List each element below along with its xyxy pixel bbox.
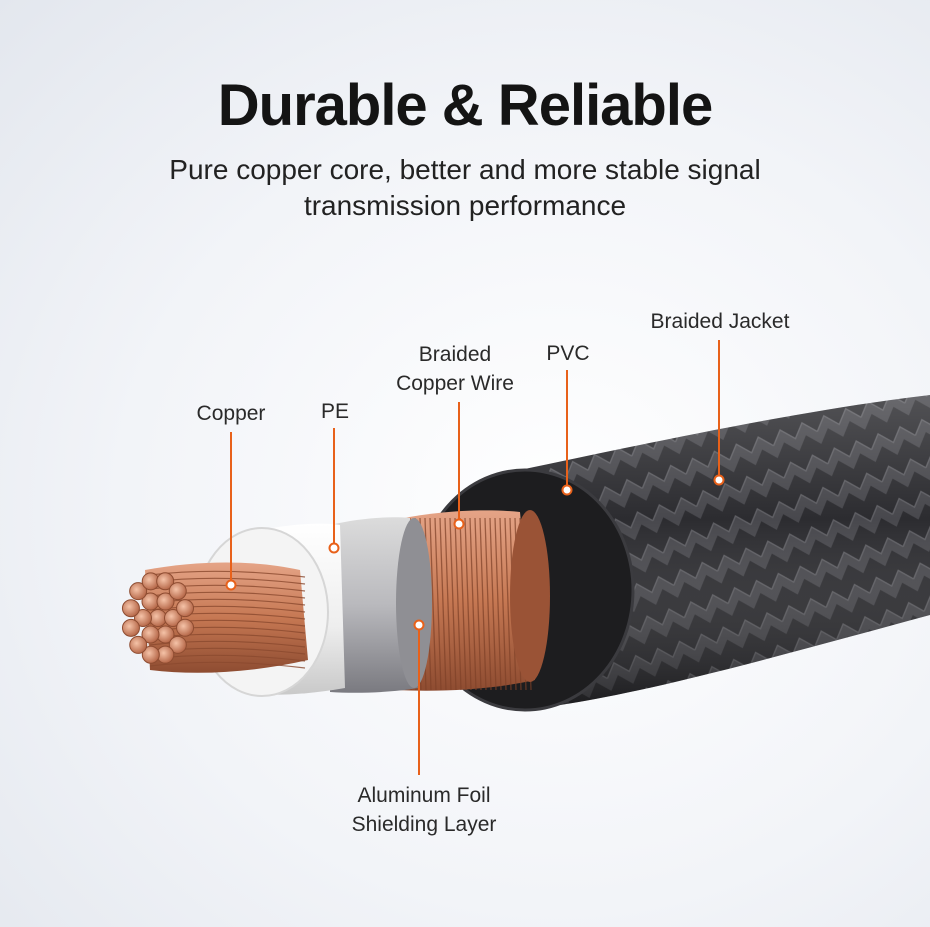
copper-strand-end	[168, 635, 187, 654]
copper-strand-end	[176, 599, 195, 618]
braided-copper-wire	[395, 510, 550, 691]
copper-strand-end	[129, 582, 148, 601]
leader-dot-copper	[225, 579, 237, 591]
copper-strand-end	[121, 599, 140, 618]
leader-dot-aluminum-foil	[413, 619, 425, 631]
label-braided-copper-wire: Braided Copper Wire	[396, 343, 514, 395]
leader-dot-pvc	[561, 484, 573, 496]
label-copper: Copper	[196, 402, 266, 425]
copper-strand-end	[164, 609, 182, 627]
copper-strand-end	[129, 635, 148, 654]
copper-strand-end	[134, 609, 152, 627]
copper-strand-end	[156, 592, 175, 611]
copper-strand-end	[168, 582, 187, 601]
copper-strand-end	[156, 572, 175, 591]
copper-strand-end	[121, 618, 140, 637]
leader-dot-pe	[328, 542, 340, 554]
label-pe: PE	[320, 400, 349, 423]
label-pvc: PVC	[546, 342, 590, 365]
label-braided-jacket: Braided Jacket	[650, 310, 790, 333]
leader-dot-braided-jacket	[713, 474, 725, 486]
copper-strand-end	[141, 625, 160, 644]
page-title: Durable & Reliable	[217, 73, 713, 138]
label-aluminum-foil: Aluminum Foil Shielding Layer	[351, 784, 497, 836]
aluminum-foil-layer	[330, 517, 418, 693]
copper-conductor	[121, 562, 308, 673]
leader-dot-braided-copper-wire	[453, 518, 465, 530]
copper-strand-end	[176, 618, 195, 637]
page-subtitle: Pure copper core, better and more stable…	[169, 154, 761, 221]
copper-strand-end	[149, 609, 167, 627]
copper-strand-end	[141, 645, 160, 664]
